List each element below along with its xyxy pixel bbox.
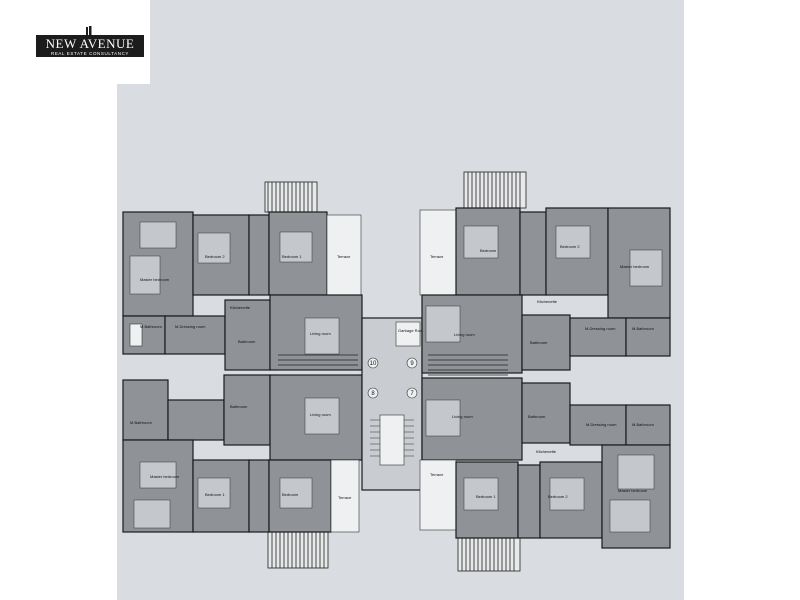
label-m-bathroom: M.Bathroom bbox=[140, 324, 162, 329]
balcony-bottom-left bbox=[267, 529, 329, 569]
closet-tr bbox=[519, 211, 547, 296]
closet-tl bbox=[248, 214, 270, 296]
label-living: Living room bbox=[310, 331, 331, 336]
label-master-bedroom-bl: Master bedroom bbox=[150, 474, 180, 479]
terrace-tl bbox=[326, 214, 362, 296]
label-bedroom-1-br: Bedroom 1 bbox=[476, 494, 496, 499]
label-dressing-br: M.Dressing room bbox=[586, 422, 617, 427]
bathroom-tl bbox=[224, 299, 271, 371]
dressing-room-tl bbox=[164, 315, 226, 355]
m-bathroom-bl bbox=[122, 379, 169, 441]
unit-bottom-left: Master bedroom Bedroom 1 Bedroom Terrace… bbox=[122, 374, 363, 533]
unit-bottom-right: Living room Bathroom M.Dressing room M.B… bbox=[419, 377, 671, 549]
logo-subtitle: REAL ESTATE CONSULTANCY bbox=[50, 51, 130, 56]
label-terrace-br: Terrace bbox=[430, 472, 444, 477]
closet-bl bbox=[248, 459, 270, 533]
balcony-top-left bbox=[264, 181, 318, 213]
dressing-room-tr bbox=[569, 317, 627, 357]
unit-number-7: 7 bbox=[410, 391, 414, 397]
unit-number-10: 10 bbox=[370, 361, 377, 367]
label-kitchenette-br: Kitchenette bbox=[536, 449, 557, 454]
label-living-br: Living room bbox=[452, 414, 473, 419]
unit-number-8: 8 bbox=[371, 391, 375, 397]
label-master-bedroom-tr: Master bedroom bbox=[620, 264, 650, 269]
closet-br bbox=[517, 464, 541, 539]
label-bedroom-2-br: Bedroom 2 bbox=[548, 494, 568, 499]
bathroom-br bbox=[521, 382, 571, 444]
label-bathroom-br: Bathroom bbox=[528, 414, 546, 419]
stairs bbox=[278, 354, 508, 376]
label-bathroom-tr: Bathroom bbox=[530, 340, 548, 345]
logo-box: NEW AVENUE REAL ESTATE CONSULTANCY bbox=[36, 35, 144, 57]
balcony-bottom-right bbox=[457, 532, 521, 572]
label-master-bedroom-br: Master bedroom bbox=[618, 488, 648, 493]
label-terrace: Terrace bbox=[337, 254, 351, 259]
label-master-bedroom: Master bedroom bbox=[140, 277, 170, 282]
terrace-br bbox=[419, 459, 457, 531]
garbage-room bbox=[395, 321, 421, 347]
label-garbage-room: Garbage Room bbox=[398, 328, 426, 333]
label-m-bathroom-bl: M.Bathroom bbox=[130, 420, 152, 425]
label-bedroom-1-bl: Bedroom 1 bbox=[205, 492, 225, 497]
label-bedroom-tr: Bedroom bbox=[480, 248, 497, 253]
unit-top-left: Master bedroom Bedroom 2 Bedroom 1 Terra… bbox=[122, 211, 363, 371]
label-bathroom-bl: Bathroom bbox=[230, 404, 248, 409]
label-bedroom-1: Bedroom 1 bbox=[282, 254, 302, 259]
balcony-top-right bbox=[463, 171, 527, 209]
label-dressing-tr: M.Dressing room bbox=[585, 326, 616, 331]
logo: NEW AVENUE REAL ESTATE CONSULTANCY bbox=[0, 0, 150, 84]
label-bedroom-2-tr: Bedroom 2 bbox=[560, 244, 580, 249]
label-m-bathroom-tr: M.Bathroom bbox=[632, 326, 654, 331]
label-kitchenette: Kitchenette bbox=[230, 305, 251, 310]
unit-number-9: 9 bbox=[410, 361, 414, 367]
core: Garbage Room 10 9 8 7 bbox=[361, 317, 426, 491]
label-dressing: M.Dressing room bbox=[175, 324, 206, 329]
logo-title: NEW AVENUE bbox=[45, 36, 135, 51]
m-bathroom-tl bbox=[122, 315, 166, 355]
label-kitchenette-tr: Kitchenette bbox=[537, 299, 558, 304]
label-bedroom-2: Bedroom 2 bbox=[205, 254, 225, 259]
bathroom-tr bbox=[521, 314, 571, 371]
label-terrace-bl: Terrace bbox=[338, 495, 352, 500]
unit-top-right: Terrace Bedroom Bedroom 2 Master bedroom… bbox=[419, 207, 671, 374]
building-icon bbox=[86, 26, 92, 36]
label-bathroom: Bathroom bbox=[238, 339, 256, 344]
label-m-bathroom-br: M.Bathroom bbox=[632, 422, 654, 427]
floor-plan: Master bedroom Bedroom 2 Bedroom 1 Terra… bbox=[122, 171, 671, 572]
dressing-room-bl bbox=[167, 399, 225, 441]
page-margin bbox=[684, 0, 800, 600]
terrace-tr bbox=[419, 209, 457, 296]
label-living-tr: Living room bbox=[454, 332, 475, 337]
m-bathroom-tr bbox=[625, 317, 671, 357]
bathroom-bl bbox=[223, 374, 271, 446]
label-bedroom-bl: Bedroom bbox=[282, 492, 299, 497]
label-terrace-tr: Terrace bbox=[430, 254, 444, 259]
terrace-bl bbox=[330, 459, 360, 533]
label-living-bl: Living room bbox=[310, 412, 331, 417]
